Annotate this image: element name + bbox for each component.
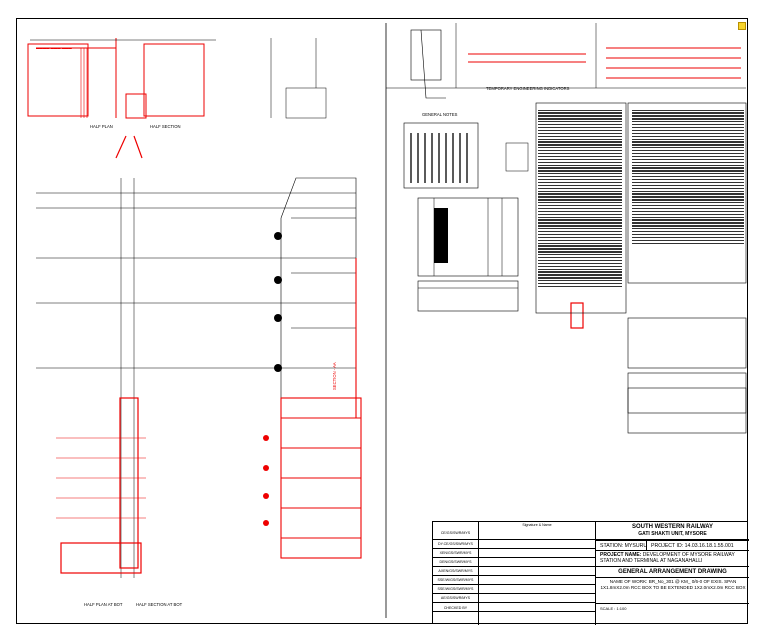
left-row-6: SSE/W/GS/SWR/MYS: [437, 578, 474, 582]
half-plan-label: HALF PLAN: [90, 124, 113, 129]
left-row-3: XEN/GS/SWR/MYS: [439, 551, 472, 555]
left-row-5: AXEN/GS/SWR/MYS: [438, 569, 473, 573]
temp-engg-label: TEMPORARY ENGINEERING INDICATORS: [486, 86, 570, 91]
unit-name: GATI SHAKTI UNIT, MYSORE: [638, 531, 707, 537]
left-row-8: AE/GS/SWR/MYS: [440, 596, 471, 600]
notes-block-1: [538, 108, 622, 289]
title-block: Signature & Name CE/GS/SWR/MYS DY.CE/GS/…: [432, 521, 749, 625]
drawing-title: GENERAL ARRANGEMENT DRAWING: [618, 569, 727, 575]
signature-column: [478, 522, 596, 625]
half-section-bottom-label: HALF SECTION AT BOT: [136, 602, 183, 607]
station-label: STATION: MYSURU: [600, 543, 648, 549]
signature-header: Signature & Name: [522, 523, 552, 527]
left-row-1: CE/GS/SWR/MYS: [440, 531, 471, 535]
drawing-sheet: [16, 18, 748, 624]
section-aa-label: SECTION - AA: [332, 362, 337, 390]
company-name: SOUTH WESTERN RAILWAY: [631, 524, 714, 530]
scale: SCALE : 1:100: [600, 606, 627, 611]
left-row-2: DY.CE/GS/SWR/MYS: [438, 542, 473, 546]
general-notes-label: GENERAL NOTES: [422, 112, 458, 117]
notes-block-2: [632, 108, 744, 245]
half-section-label: HALF SECTION: [150, 124, 181, 129]
project-name: PROJECT NAME: DEVELOPMENT OF MYSORE RAIL…: [600, 552, 735, 564]
work-name: NAME OF WORK: BR_No_301 @ KM_ 0/6-0 OF E…: [600, 579, 746, 590]
left-row-9: CHECKED BY: [443, 606, 468, 610]
project-id: PROJECT ID: 14.03.16.18.1.55.001: [651, 543, 734, 549]
left-row-4: DEN/GS/SWR/MYS: [439, 560, 472, 564]
note-icon[interactable]: [738, 22, 746, 30]
cad-drawing: [27, 23, 747, 618]
half-plan-bottom-label: HALF PLAN AT BOT: [84, 602, 123, 607]
drawing-label: ▬▬▬▬ ▬▬▬ ▬▬▬: [36, 46, 72, 50]
left-row-7: SSE/W/GS/SWR/MYS: [437, 587, 474, 591]
